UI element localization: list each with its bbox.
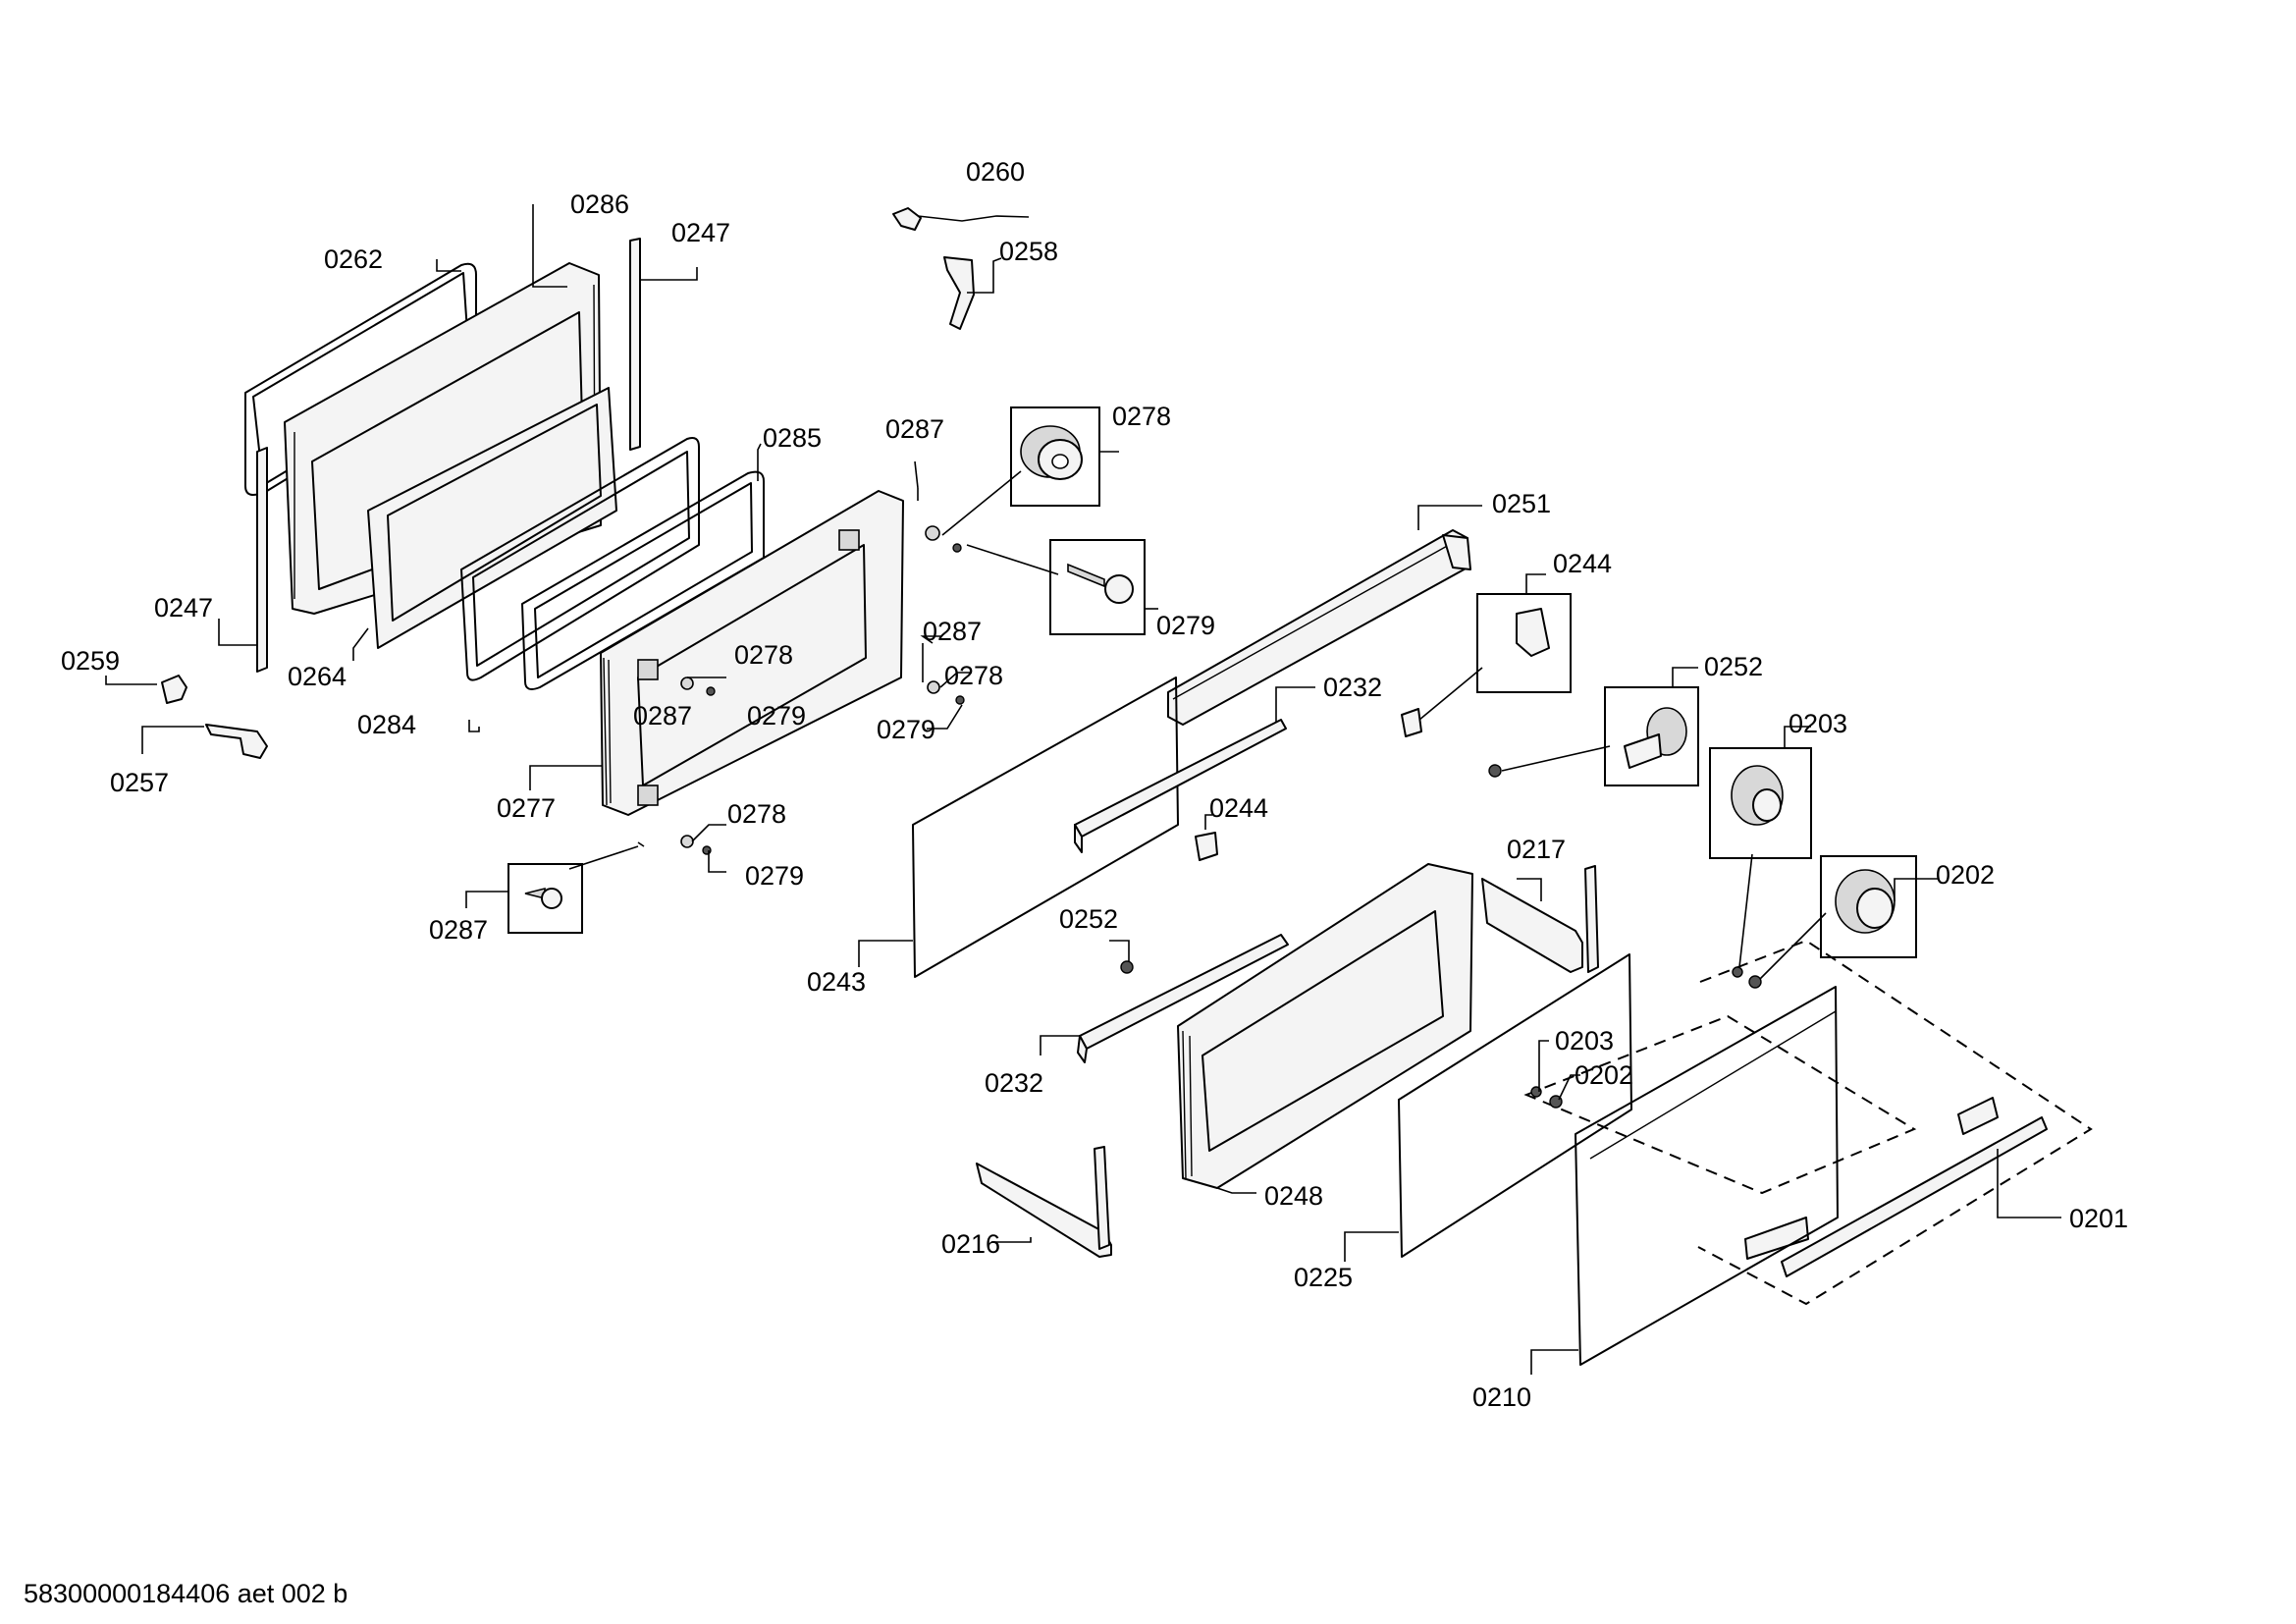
part-0287-pins — [637, 488, 924, 847]
part-0243-panel — [912, 677, 1179, 978]
callout-leaders — [105, 204, 2061, 1375]
part-0252-screw-center — [1120, 960, 1134, 974]
part-0284-glass-pane — [460, 437, 700, 681]
callout-0203: 0203 — [1789, 709, 1847, 738]
callout-0279: 0279 — [747, 701, 806, 731]
callout-0232: 0232 — [1323, 673, 1382, 702]
part-0257-hinge-lever — [205, 724, 268, 759]
detail-box-0278 — [941, 406, 1100, 536]
part-0259-hinge-clip — [161, 675, 187, 704]
callout-0243: 0243 — [807, 967, 866, 997]
callout-0278: 0278 — [734, 640, 793, 670]
callout-0279: 0279 — [745, 861, 804, 891]
callout-0277: 0277 — [497, 793, 556, 823]
callout-0247: 0247 — [154, 593, 213, 623]
callout-0257: 0257 — [110, 768, 169, 797]
callout-0259: 0259 — [61, 646, 120, 676]
part-0244-detail — [1401, 593, 1572, 737]
part-0247-side-strip-bottom — [256, 447, 268, 673]
callout-0225: 0225 — [1294, 1263, 1353, 1292]
part-0203-knob-detail — [1709, 747, 1812, 968]
callout-0260: 0260 — [966, 157, 1025, 187]
callout-0244: 0244 — [1553, 549, 1612, 578]
callout-0217: 0217 — [1507, 835, 1566, 864]
callout-0285: 0285 — [763, 423, 822, 453]
callout-0248: 0248 — [1264, 1181, 1323, 1211]
callout-0232: 0232 — [985, 1068, 1043, 1098]
part-0278-roller-small — [680, 525, 940, 848]
part-0244-clip-center — [1195, 832, 1218, 861]
callout-0264: 0264 — [288, 662, 347, 691]
part-0225-panel — [1398, 953, 1632, 1258]
callout-0278: 0278 — [727, 799, 786, 829]
part-0258-bracket — [943, 256, 975, 330]
callout-0284: 0284 — [357, 710, 416, 739]
callout-0286: 0286 — [570, 189, 629, 219]
callout-0247: 0247 — [671, 218, 730, 247]
detail-box-0279 — [966, 539, 1146, 635]
callout-0258: 0258 — [999, 237, 1058, 266]
callout-0262: 0262 — [324, 244, 383, 274]
part-0232-rail-upper — [1074, 719, 1287, 853]
callout-0202: 0202 — [1575, 1060, 1633, 1090]
part-0264-glass-frame — [367, 387, 617, 649]
part-0202-knob-detail — [1758, 855, 1917, 981]
part-0277-outer-door-frame — [600, 490, 904, 816]
callout-0278: 0278 — [1112, 402, 1171, 431]
callout-0252: 0252 — [1704, 652, 1763, 681]
callout-0287: 0287 — [633, 701, 692, 731]
callout-0244: 0244 — [1209, 793, 1268, 823]
callout-0201: 0201 — [2069, 1204, 2128, 1233]
callout-0279: 0279 — [1156, 611, 1215, 640]
callout-labels: 0260 0258 0286 0247 0262 0285 0287 0278 … — [61, 157, 2128, 1412]
part-0232-rail-lower — [1077, 934, 1289, 1063]
part-0217-bracket — [1481, 865, 1599, 973]
callout-0287: 0287 — [429, 915, 488, 945]
callout-0202: 0202 — [1936, 860, 1995, 890]
callout-0252: 0252 — [1059, 904, 1118, 934]
callout-0287: 0287 — [885, 414, 944, 444]
part-0216-bracket — [976, 1146, 1112, 1258]
part-0252-knob-detail — [1488, 686, 1699, 786]
part-0248-rear-frame — [1177, 863, 1473, 1189]
callout-0251: 0251 — [1492, 489, 1551, 518]
callout-0287: 0287 — [923, 617, 982, 646]
document-id: 58300000184406 aet 002 b — [24, 1579, 347, 1608]
callout-0216: 0216 — [941, 1229, 1000, 1259]
callout-0203: 0203 — [1555, 1026, 1614, 1056]
callout-0279: 0279 — [877, 715, 935, 744]
callout-0210: 0210 — [1472, 1382, 1531, 1412]
part-0279-screws-small — [702, 543, 965, 855]
part-0260-clip — [892, 207, 922, 231]
part-0251-top-rail — [1167, 529, 1471, 726]
callout-0278: 0278 — [944, 661, 1003, 690]
part-0201-control-panel — [1523, 939, 2093, 1306]
detail-box-0287 — [507, 845, 639, 934]
part-0247-side-strip-top — [629, 238, 641, 451]
part-0210-side-panel — [1575, 986, 1839, 1366]
